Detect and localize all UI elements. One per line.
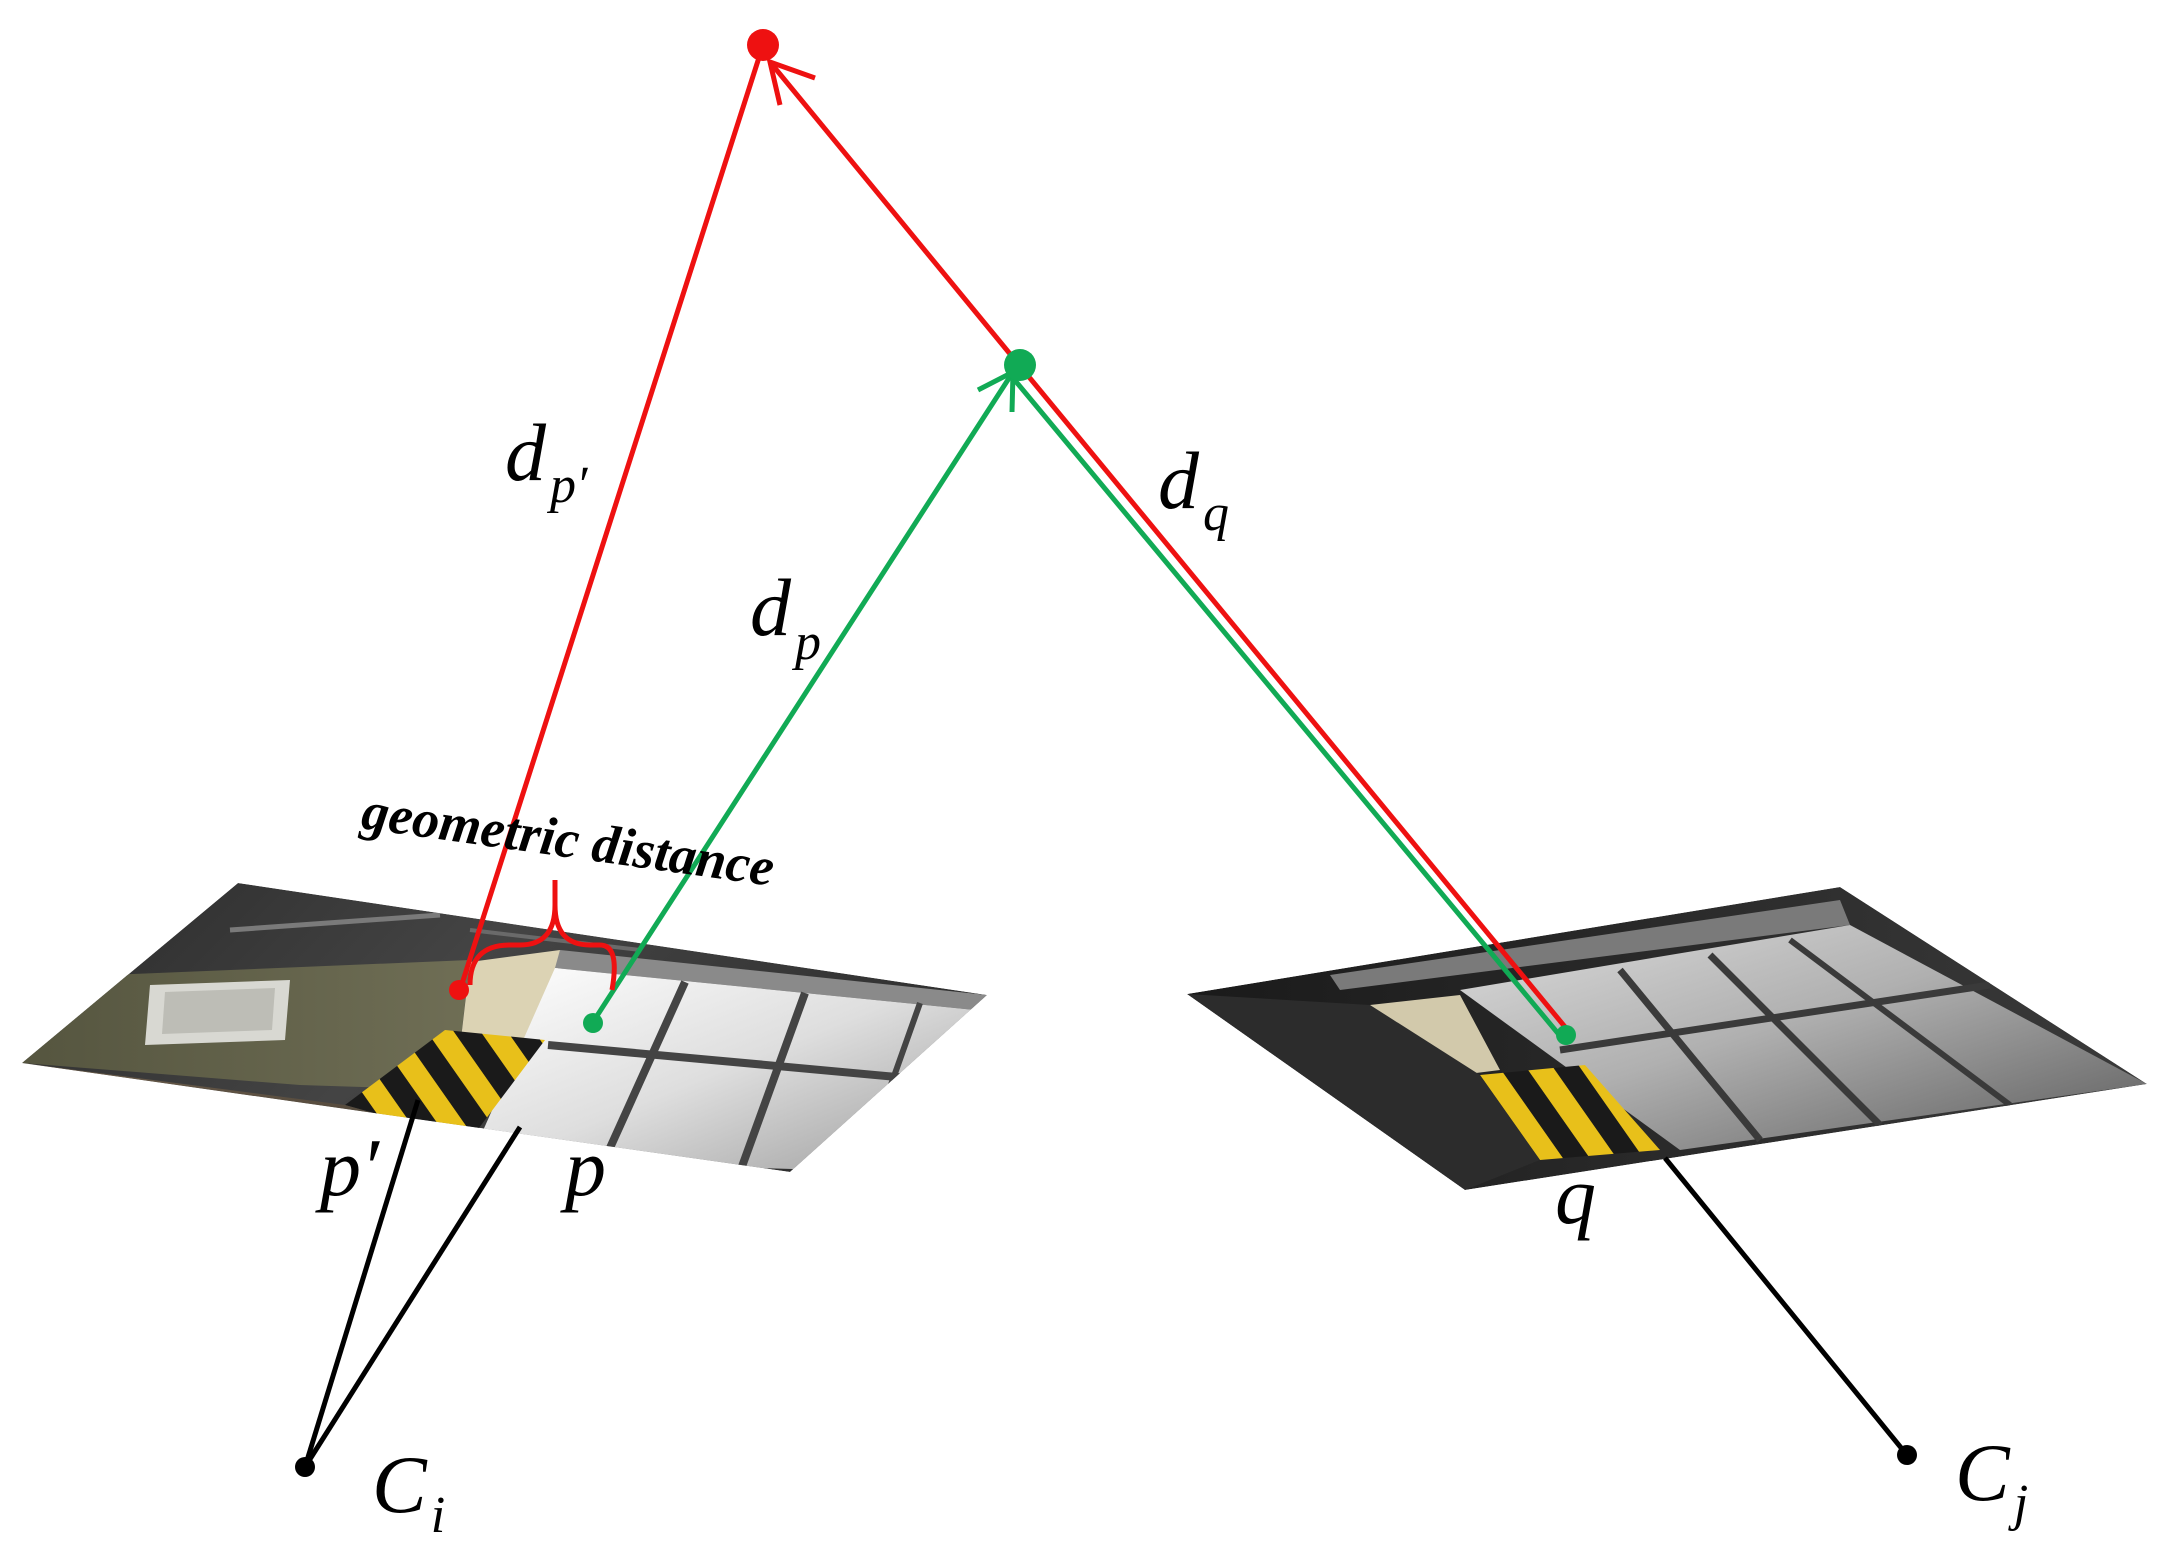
red-3d-point [747, 29, 779, 61]
label-camera-i: C i [372, 1439, 445, 1544]
geometric-distance-brace [467, 880, 617, 991]
point-q [1556, 1025, 1576, 1045]
right-image-plane [1187, 887, 2147, 1190]
camera-i-projection-lines [302, 1099, 523, 1469]
label-d-p-prime: d p′ [505, 407, 589, 514]
red-ray-q-upper [768, 60, 1017, 362]
point-p [583, 1013, 603, 1033]
green-3d-point [1004, 349, 1036, 381]
label-d-p: d p [750, 562, 821, 671]
camera-center-i [295, 1457, 315, 1477]
point-p-prime [449, 980, 469, 1000]
label-q: q [1555, 1150, 1596, 1241]
label-geometric-distance: geometric distance [357, 780, 778, 897]
red-ray-p-prime [457, 44, 766, 991]
left-image-plane [22, 883, 987, 1172]
red-arrowhead [766, 58, 816, 106]
red-ray-q [1013, 358, 1572, 1035]
camera-j-projection-line [1663, 1156, 1909, 1457]
label-d-q: d q [1158, 435, 1229, 542]
label-p: p [560, 1122, 606, 1213]
green-ray-p [590, 370, 1016, 1024]
label-p-prime: p′ [315, 1122, 380, 1213]
green-ray-q [1006, 370, 1563, 1039]
label-camera-j: C j [1955, 1427, 2028, 1532]
camera-center-j [1897, 1445, 1917, 1465]
